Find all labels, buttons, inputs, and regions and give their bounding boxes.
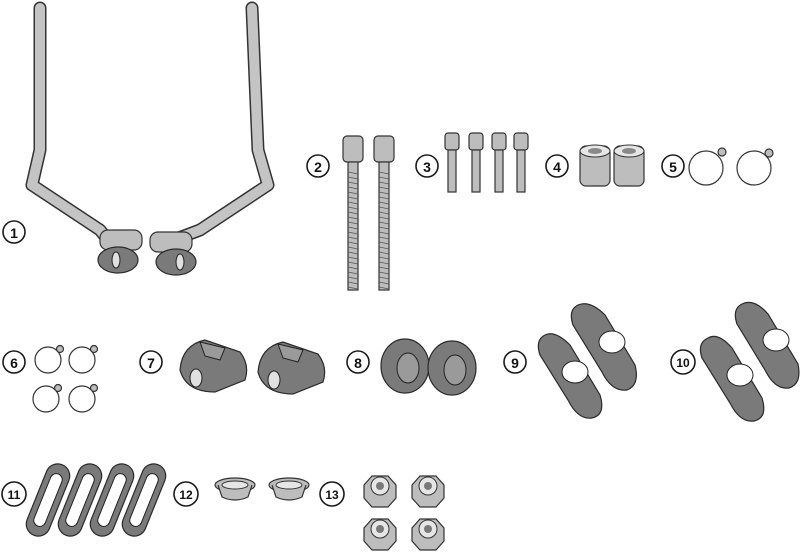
- part-1-bracket-frame: [25, 1, 275, 276]
- callout-2: 2: [306, 154, 330, 178]
- part-8-grommets: [380, 338, 477, 396]
- part-10-plates: [699, 301, 800, 422]
- svg-text:10: 10: [676, 356, 690, 370]
- svg-text:11: 11: [8, 488, 21, 502]
- part-12-caps: [214, 477, 310, 501]
- callout-7: 7: [139, 350, 163, 374]
- callout-6: 6: [2, 350, 26, 374]
- svg-text:6: 6: [10, 355, 18, 371]
- callout-11: 11: [1, 481, 27, 507]
- svg-text:9: 9: [511, 355, 519, 371]
- callout-10: 10: [670, 349, 696, 375]
- part-3-short-bolts: [444, 132, 529, 193]
- svg-text:8: 8: [354, 355, 362, 371]
- svg-text:3: 3: [423, 159, 431, 175]
- part-11-gaskets: [25, 463, 167, 537]
- part-number-callouts: 1 2 3 4 5 6 7 8: [1, 154, 696, 507]
- callout-9: 9: [503, 350, 527, 374]
- callout-8: 8: [346, 350, 370, 374]
- part-13-nuts: [363, 475, 445, 551]
- part-6-clips: [32, 344, 99, 413]
- svg-text:4: 4: [553, 159, 561, 175]
- part-7-mounts: [179, 339, 326, 395]
- svg-text:13: 13: [325, 488, 339, 502]
- part-2-long-bolts: [342, 135, 395, 291]
- svg-text:12: 12: [179, 488, 193, 502]
- callout-3: 3: [415, 154, 439, 178]
- callout-1: 1: [2, 220, 26, 244]
- svg-text:7: 7: [147, 355, 155, 371]
- part-5-clips: [688, 147, 774, 186]
- part-9-plates: [537, 303, 637, 419]
- svg-text:2: 2: [314, 159, 322, 175]
- svg-text:5: 5: [669, 159, 677, 175]
- callout-13: 13: [319, 481, 345, 507]
- svg-text:1: 1: [10, 225, 18, 241]
- callout-12: 12: [173, 481, 199, 507]
- callout-4: 4: [545, 154, 569, 178]
- part-4-spacers: [579, 144, 645, 187]
- callout-5: 5: [661, 154, 685, 178]
